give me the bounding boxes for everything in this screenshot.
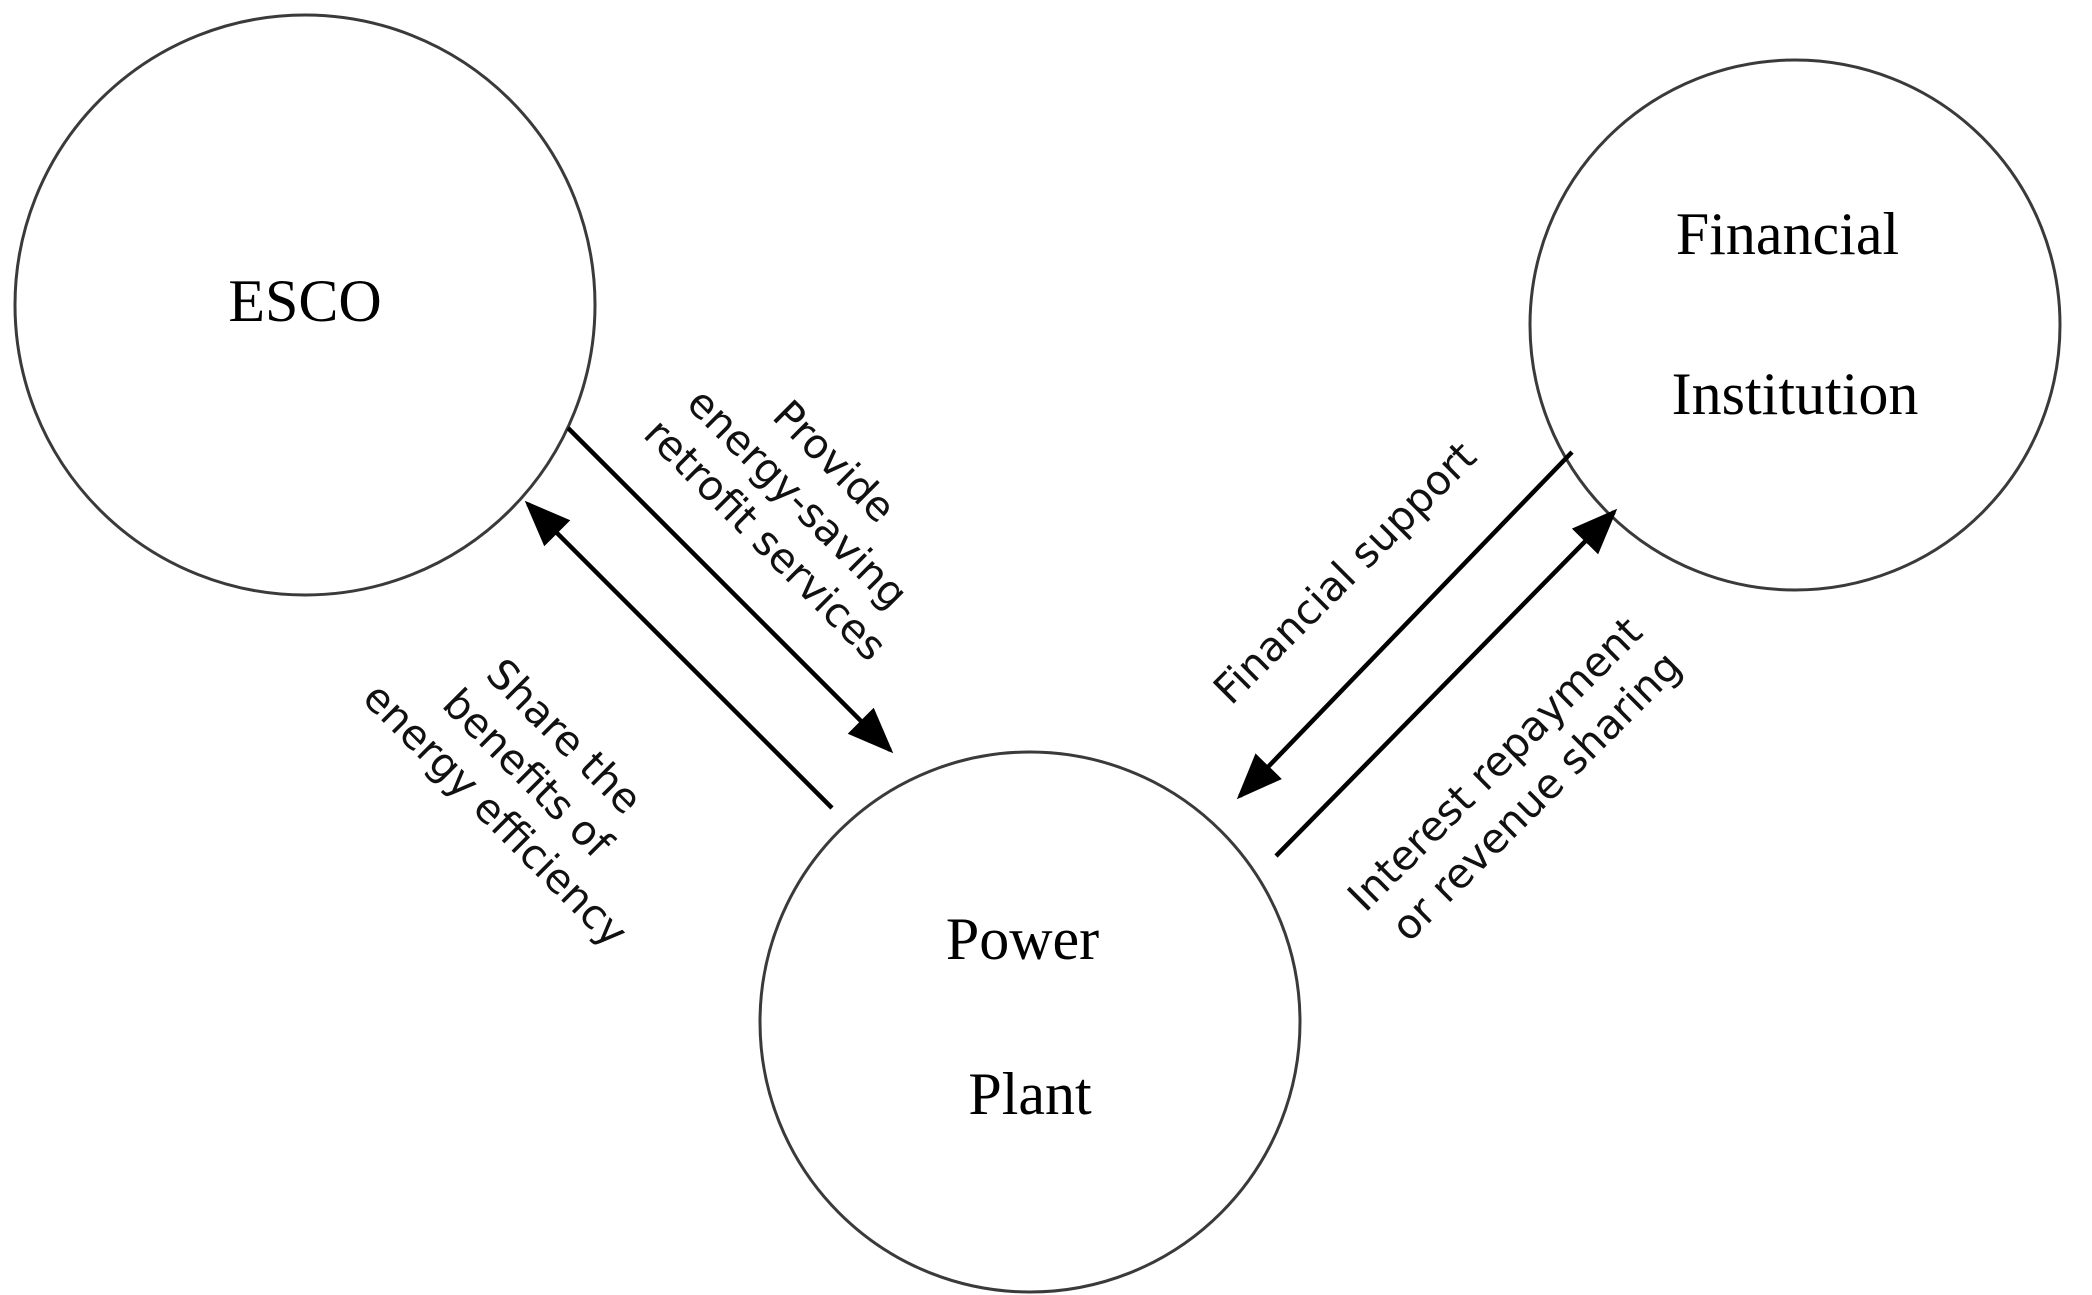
financial-institution-label-line-1: Financial xyxy=(1676,201,1899,267)
arrow-power-plant-to-financial xyxy=(1274,508,1618,858)
power-plant-node: Power Plant xyxy=(758,750,1302,1294)
power-plant-label: Power Plant xyxy=(946,906,1114,1127)
label-power-plant-to-esco: Share the benefits of energy efficiency xyxy=(354,599,711,956)
label-esco-to-power-plant: Provide energy-saving retrofit services xyxy=(635,335,970,670)
arrow-financial-to-power-plant xyxy=(1236,450,1574,800)
arrow-esco-to-power-plant xyxy=(566,426,894,754)
power-plant-label-line-1: Power xyxy=(946,906,1099,972)
svg-text:Interest repayment or re: Interest repayment or revenue sharing xyxy=(1338,598,1697,957)
label-power-plant-to-financial-line-1: Interest repayment xyxy=(1338,608,1651,921)
financial-institution-node: Financial Institution xyxy=(1528,58,2062,592)
esco-node: ESCO xyxy=(13,13,597,597)
financial-institution-label: Financial Institution xyxy=(1672,201,1919,427)
svg-text:Provide energy-saving: Provide energy-saving retrofit services xyxy=(635,335,970,670)
label-financial-to-power-plant: Financial support xyxy=(1204,432,1485,713)
svg-text:Share the benefits of: Share the benefits of energy efficiency xyxy=(354,599,711,956)
label-financial-to-power-plant-line-1: Financial support xyxy=(1204,432,1485,713)
esco-label: ESCO xyxy=(228,268,381,334)
financial-institution-label-line-2: Institution xyxy=(1672,361,1919,427)
power-plant-label-line-2: Plant xyxy=(968,1061,1092,1127)
svg-text:Financial support: Financial support xyxy=(1204,432,1485,713)
arrow-power-plant-to-esco xyxy=(524,500,834,810)
label-power-plant-to-financial: Interest repayment or revenue sharing xyxy=(1338,598,1697,957)
